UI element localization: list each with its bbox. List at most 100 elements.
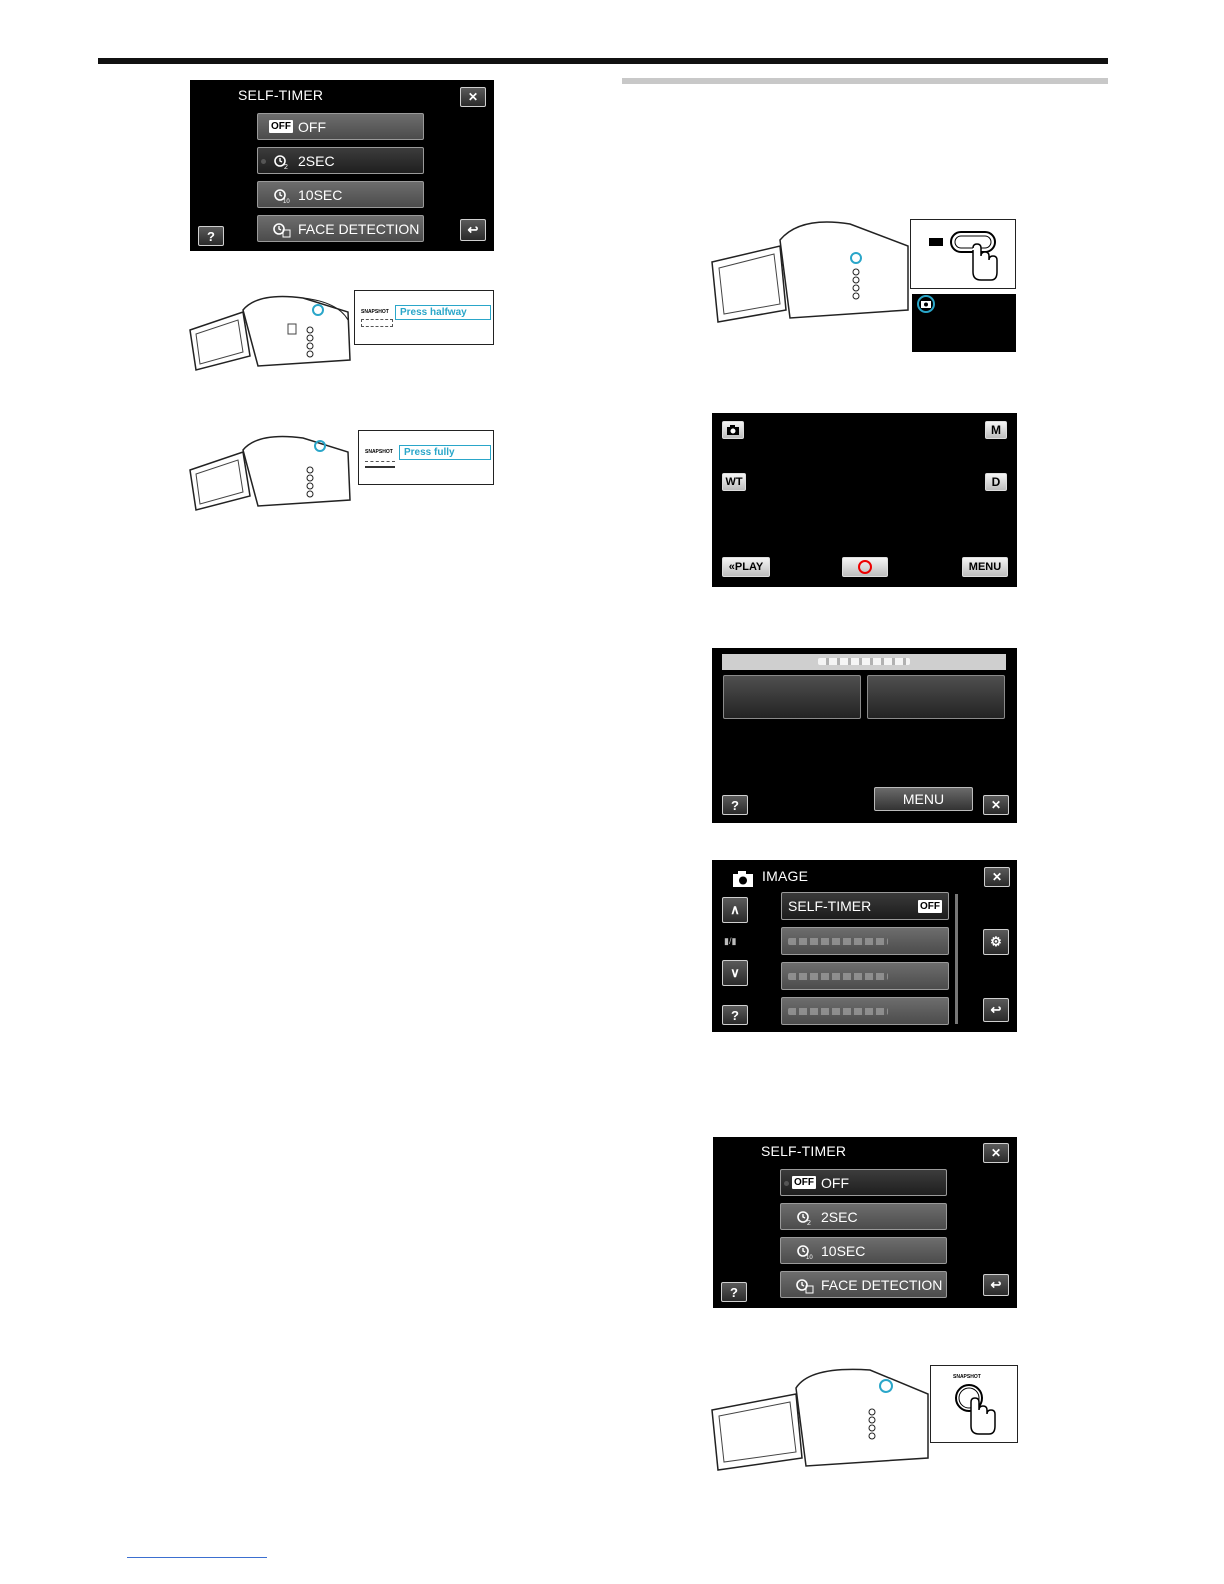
- help-button[interactable]: ?: [722, 795, 748, 815]
- camera-halfway-illustration: SNAPSHOT Press halfway: [188, 290, 494, 372]
- play-label: PLAY: [735, 561, 763, 573]
- option-label: 2SEC: [821, 1209, 858, 1225]
- timer-2-icon: 2: [270, 152, 292, 170]
- svg-text:2: 2: [284, 164, 288, 170]
- camera-icon: [732, 870, 754, 888]
- camera-fully-illustration: SNAPSHOT Press fully: [188, 430, 494, 512]
- svg-text:2: 2: [807, 1220, 811, 1226]
- camcorder-icon: [188, 290, 363, 372]
- timer-2-icon: 2: [793, 1208, 815, 1226]
- back-button[interactable]: ↩: [460, 219, 486, 241]
- manual-button[interactable]: M: [985, 421, 1007, 439]
- off-badge-icon: OFF: [918, 900, 942, 913]
- callout-text: Press fully: [399, 445, 491, 460]
- timer-face-icon: [793, 1276, 815, 1294]
- top-menu-screen: ? MENU ✕: [712, 648, 1017, 823]
- option-2sec[interactable]: 2 2SEC: [780, 1203, 947, 1230]
- footer-link-underline[interactable]: [127, 1557, 267, 1558]
- option-face-detection[interactable]: FACE DETECTION: [780, 1271, 947, 1298]
- display-button[interactable]: D: [985, 473, 1007, 491]
- mode-indicator: [912, 294, 1016, 352]
- help-button[interactable]: ?: [198, 226, 224, 246]
- section-rule: [622, 78, 1108, 84]
- help-button[interactable]: ?: [722, 1005, 748, 1025]
- snapshot-callout: SNAPSHOT Press halfway: [354, 290, 494, 345]
- option-2sec[interactable]: 2 2SEC: [257, 147, 424, 174]
- zoom-wt-button[interactable]: WT: [722, 473, 746, 491]
- header-rule: [98, 58, 1108, 64]
- gear-icon: ⚙: [990, 934, 1002, 950]
- item-label: SELF-TIMER: [788, 898, 871, 914]
- camcorder-icon: [710, 1364, 932, 1472]
- off-badge-icon: OFF: [792, 1176, 816, 1189]
- option-label: FACE DETECTION: [821, 1277, 942, 1293]
- option-10sec[interactable]: 10 10SEC: [257, 181, 424, 208]
- help-button[interactable]: ?: [721, 1282, 747, 1302]
- chevron-down-icon: ∨: [730, 965, 740, 981]
- mode-switch-callout: [910, 219, 1016, 289]
- menu-button[interactable]: MENU: [962, 557, 1008, 577]
- close-button[interactable]: ✕: [983, 1143, 1009, 1163]
- scroll-up-button[interactable]: ∧: [722, 897, 748, 923]
- menu-header-bar: [722, 654, 1006, 670]
- option-off[interactable]: OFF OFF: [780, 1169, 947, 1196]
- screen-title: SELF-TIMER: [761, 1143, 846, 1159]
- option-face-detection[interactable]: FACE DETECTION: [257, 215, 424, 242]
- camera-mode-illustration: [710, 218, 1018, 354]
- back-button[interactable]: ↩: [983, 998, 1009, 1022]
- play-button[interactable]: «PLAY: [722, 557, 770, 577]
- camera-mode-button[interactable]: [722, 421, 744, 439]
- back-button[interactable]: ↩: [983, 1274, 1009, 1296]
- menu-item-self-timer[interactable]: SELF-TIMER OFF: [781, 892, 949, 920]
- snapshot-hand-icon: [931, 1380, 1017, 1444]
- blurred-label: [788, 938, 888, 945]
- option-off[interactable]: OFF OFF: [257, 113, 424, 140]
- timer-face-icon: [270, 220, 292, 238]
- record-screen: M WT D «PLAY MENU: [712, 413, 1017, 587]
- blurred-label: [788, 1008, 888, 1015]
- option-label: 10SEC: [821, 1243, 865, 1259]
- button-full-icon: [365, 461, 395, 468]
- settings-button[interactable]: ⚙: [983, 929, 1009, 955]
- page-indicator: ▮/▮: [724, 936, 736, 947]
- camera-icon: [726, 424, 740, 436]
- snapshot-callout: SNAPSHOT: [930, 1365, 1018, 1443]
- menu-tile-right[interactable]: [867, 675, 1005, 719]
- option-label: OFF: [298, 119, 326, 135]
- record-circle-icon: [858, 560, 872, 574]
- selftimer-screen-2: SELF-TIMER ✕ OFF OFF 2 2SEC 10 10SEC FAC…: [713, 1137, 1017, 1308]
- close-button[interactable]: ✕: [984, 867, 1010, 887]
- record-button[interactable]: [842, 557, 888, 577]
- close-button[interactable]: ✕: [983, 795, 1009, 815]
- option-label: 10SEC: [298, 187, 342, 203]
- timer-10-icon: 10: [793, 1242, 815, 1260]
- menu-button[interactable]: MENU: [874, 787, 973, 811]
- option-label: 2SEC: [298, 153, 335, 169]
- snapshot-label: SNAPSHOT: [361, 309, 389, 315]
- screen-title: IMAGE: [762, 868, 808, 884]
- menu-tile-left[interactable]: [723, 675, 861, 719]
- menu-item[interactable]: [781, 927, 949, 955]
- option-label: FACE DETECTION: [298, 221, 419, 237]
- scroll-down-button[interactable]: ∨: [722, 960, 748, 986]
- mode-button-hand-icon: [911, 220, 1015, 288]
- off-badge-icon: OFF: [269, 120, 293, 133]
- screen-title: SELF-TIMER: [238, 87, 323, 103]
- button-half-icon: [361, 319, 393, 327]
- snapshot-label: SNAPSHOT: [365, 449, 393, 455]
- snapshot-callout: SNAPSHOT Press fully: [358, 430, 494, 485]
- option-10sec[interactable]: 10 10SEC: [780, 1237, 947, 1264]
- blurred-title: [818, 658, 910, 665]
- blurred-label: [788, 973, 888, 980]
- camcorder-icon: [188, 430, 363, 512]
- selftimer-screen: SELF-TIMER ✕ OFF OFF 2 2SEC 10 10SEC FAC…: [190, 80, 494, 251]
- menu-item[interactable]: [781, 997, 949, 1025]
- menu-item[interactable]: [781, 962, 949, 990]
- image-menu-screen: IMAGE ✕ ∧ ▮/▮ ∨ ? SELF-TIMER OFF ⚙ ↩: [712, 860, 1017, 1032]
- selected-dot-icon: [784, 1181, 789, 1186]
- close-button[interactable]: ✕: [460, 87, 486, 107]
- scrollbar[interactable]: [955, 894, 958, 1024]
- timer-10-icon: 10: [270, 186, 292, 204]
- option-label: OFF: [821, 1175, 849, 1191]
- chevron-up-icon: ∧: [730, 902, 740, 918]
